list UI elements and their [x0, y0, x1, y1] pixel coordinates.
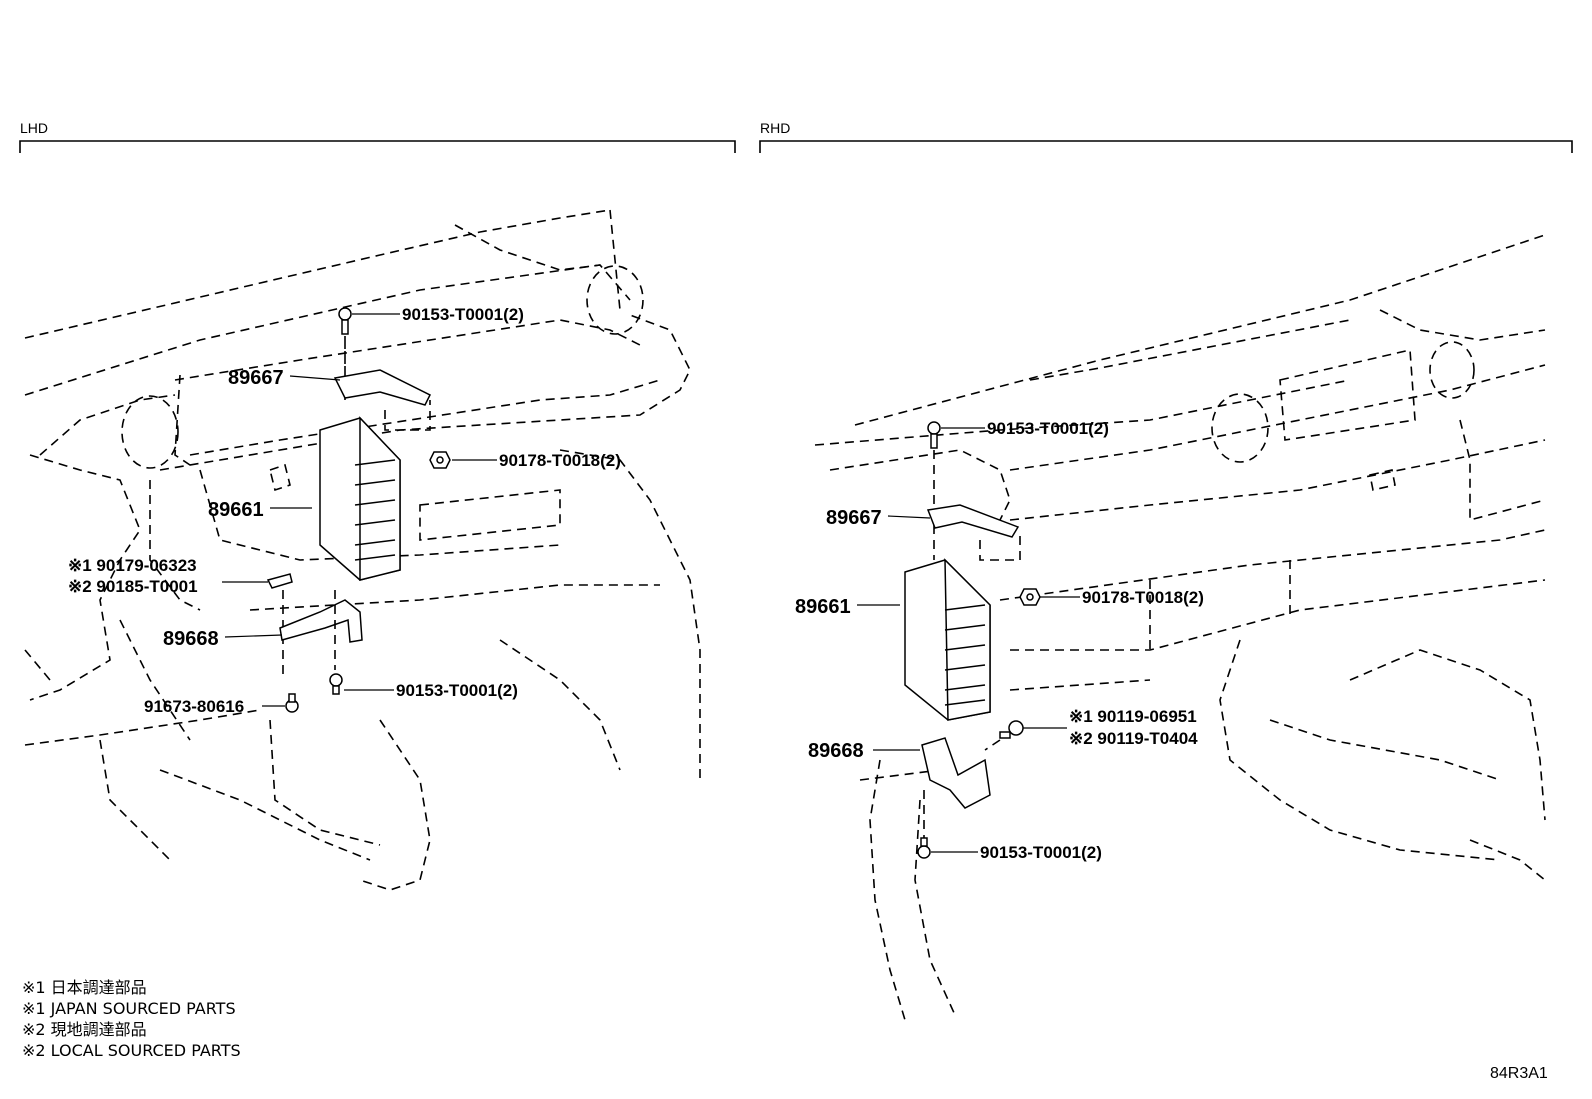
section-label-rhd: RHD [760, 120, 790, 136]
lhd-bracket-top[interactable] [333, 369, 432, 406]
rhd-callout-screw-a[interactable]: ※1 90119-06951 [1069, 707, 1197, 726]
note-line: ※2 LOCAL SOURCED PARTS [22, 1041, 241, 1060]
lhd-callout-bracket-bottom[interactable]: 89668 [163, 628, 219, 650]
lhd-callout-clip-b[interactable]: ※2 90185-T0001 [68, 577, 198, 596]
note-line: ※1 JAPAN SOURCED PARTS [22, 999, 236, 1018]
lhd-callout-screw[interactable]: 91673-80616 [144, 697, 244, 716]
lhd-bolt-bottom-icon[interactable] [329, 673, 343, 695]
lhd-parts [266, 307, 451, 713]
rhd-leaders [857, 427, 1080, 853]
rhd-ecu-module[interactable] [904, 558, 991, 721]
lhd-bolt-top-icon[interactable] [338, 307, 352, 335]
rhd-bracket-bottom[interactable] [921, 737, 991, 809]
rhd-nut-icon[interactable] [1019, 588, 1041, 606]
lhd-bracket-bottom[interactable] [279, 599, 363, 643]
lhd-callouts: 90153-T0001(2) 89667 90178-T0018(2) 8966… [68, 305, 621, 716]
lhd-callout-ecu[interactable]: 89661 [208, 499, 264, 521]
rhd-callout-bracket-bottom[interactable]: 89668 [808, 740, 864, 762]
rhd-callout-ecu[interactable]: 89661 [795, 596, 851, 618]
rhd-callout-nut[interactable]: 90178-T0018(2) [1082, 588, 1204, 607]
section-bracket-lhd [19, 140, 736, 153]
section-rhd: RHD [759, 120, 1573, 153]
notes: ※1 日本調達部品 ※1 JAPAN SOURCED PARTS ※2 現地調達… [22, 978, 241, 1060]
lhd-callout-bracket-top[interactable]: 89667 [228, 367, 284, 389]
lhd-callout-bolt-top[interactable]: 90153-T0001(2) [402, 305, 524, 324]
lhd-screw-icon[interactable] [285, 693, 299, 713]
rhd-callout-bolt-top[interactable]: 90153-T0001(2) [987, 419, 1109, 438]
rhd-callouts: 90153-T0001(2) 89667 90178-T0018(2) 8966… [795, 419, 1204, 862]
section-label-lhd: LHD [20, 120, 48, 136]
section-bracket-rhd [759, 140, 1573, 153]
note-line: ※2 現地調達部品 [22, 1020, 147, 1039]
rhd-bolt-top-icon[interactable] [927, 421, 941, 449]
note-line: ※1 日本調達部品 [22, 978, 147, 997]
rhd-bracket-top[interactable] [926, 504, 1020, 538]
rhd-bolt-bottom-icon[interactable] [917, 837, 931, 859]
rhd-dashboard-outline [814, 234, 1546, 1021]
lhd-callout-bolt-bottom[interactable]: 90153-T0001(2) [396, 681, 518, 700]
rhd-callout-bolt-bottom[interactable]: 90153-T0001(2) [980, 843, 1102, 862]
lhd-dashboard-outline [24, 209, 701, 891]
rhd-parts [904, 421, 1041, 859]
rhd-callout-screw-b[interactable]: ※2 90119-T0404 [1069, 729, 1198, 748]
section-lhd: LHD [19, 120, 736, 153]
rhd-screw-icon[interactable] [999, 720, 1024, 739]
lhd-nut-icon[interactable] [429, 451, 451, 469]
lhd-callout-nut[interactable]: 90178-T0018(2) [499, 451, 621, 470]
lhd-callout-clip-a[interactable]: ※1 90179-06323 [68, 556, 197, 575]
lhd-clip-icon[interactable] [266, 573, 293, 589]
lhd-leaders [222, 313, 497, 707]
lhd-ecu-module[interactable] [319, 416, 401, 581]
figure-code: 84R3A1 [1490, 1065, 1548, 1082]
rhd-callout-bracket-top[interactable]: 89667 [826, 507, 882, 529]
